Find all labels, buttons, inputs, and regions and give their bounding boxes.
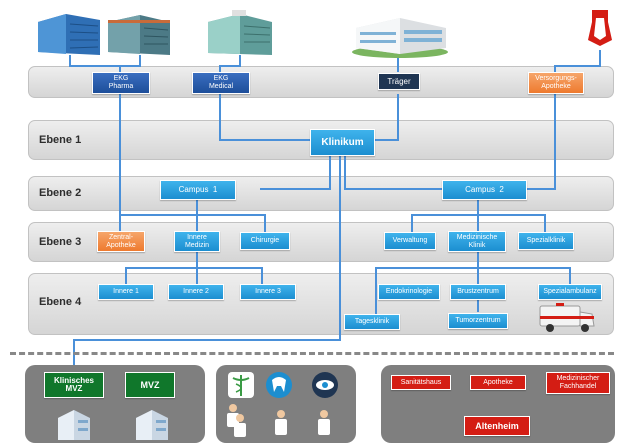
dashed-separator xyxy=(10,352,614,355)
campus-2-box: Campus 2 xyxy=(442,180,527,200)
klinikum-box: Klinikum xyxy=(310,129,375,156)
klinisches-mvz-box: Klinisches MVZ xyxy=(44,372,104,398)
endokrinologie-box: Endokrinologie xyxy=(378,284,440,300)
zentral-apotheke-box: Zentral- Apotheke xyxy=(97,231,145,252)
sanitaetshaus-box: Sanitätshaus xyxy=(391,375,451,390)
altenheim-box: Altenheim xyxy=(464,416,530,436)
level-label-ebene-1: Ebene 1 xyxy=(39,134,82,146)
traeger-box: Träger xyxy=(378,73,420,90)
versorgungs-apotheke-box: Versorgungs- Apotheke xyxy=(528,72,584,94)
level-label-ebene-2: Ebene 2 xyxy=(39,187,82,199)
tagesklinik-box: Tagesklinik xyxy=(344,314,400,330)
chirurgie-box: Chirurgie xyxy=(240,232,290,250)
innere-1-box: Innere 1 xyxy=(98,284,154,300)
level-label-ebene-3: Ebene 3 xyxy=(39,236,82,248)
bottom-group-specialists xyxy=(216,365,356,443)
brustzentrum-box: Brustzentrum xyxy=(450,284,506,300)
innere-medizin-box: Innere Medizin xyxy=(174,231,220,252)
spezialklinik-box: Spezialklinik xyxy=(518,232,574,250)
tumorzentrum-box: Tumorzentrum xyxy=(448,313,508,329)
ekg-pharma-box: EKG Pharma xyxy=(92,72,150,94)
mvz-box: MVZ xyxy=(125,372,175,398)
innere-2-box: Innere 2 xyxy=(168,284,224,300)
verwaltung-box: Verwaltung xyxy=(384,232,436,250)
medizinischer-fachhandel-box: Medizinischer Fachhandel xyxy=(546,372,610,394)
innere-3-box: Innere 3 xyxy=(240,284,296,300)
ekg-medical-box: EKG Medical xyxy=(192,72,250,94)
level-label-ebene-4: Ebene 4 xyxy=(39,296,82,308)
medizinische-klinik-box: Medizinische Klinik xyxy=(448,231,506,252)
apotheke-box: Apotheke xyxy=(470,375,526,390)
campus-1-box: Campus 1 xyxy=(160,180,236,200)
spezialambulanz-box: Spezialambulanz xyxy=(538,284,602,300)
